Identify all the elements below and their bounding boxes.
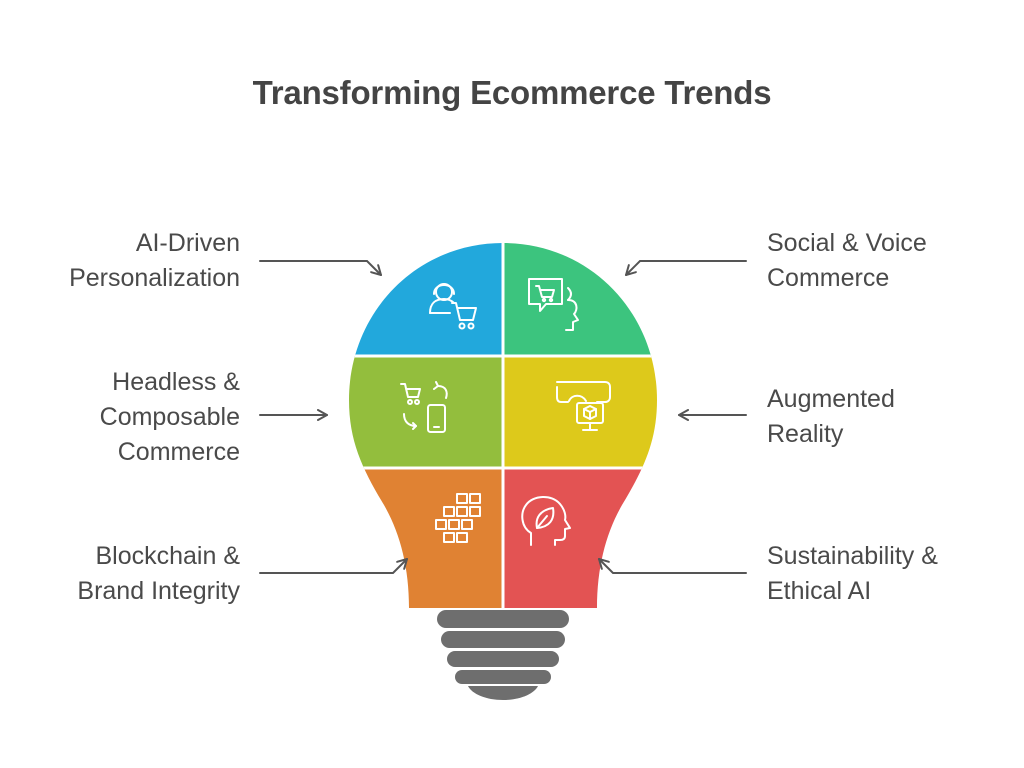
ar-headset-icon (556, 381, 611, 431)
segment-headless-composable-commerce (349, 356, 503, 468)
label-social-voice-commerce: Social & Voice Commerce (767, 229, 927, 292)
segment-blockchain-brand-integrity (349, 468, 503, 608)
leaf-head-icon (521, 496, 571, 546)
customer-cart-icon (429, 283, 477, 330)
label-augmented-reality: Augmented Reality (767, 385, 895, 448)
arrow-sustainability-ethical-ai (598, 558, 747, 574)
arrow-ai-driven-personalization (259, 260, 382, 276)
arrow-social-voice-commerce (625, 260, 747, 276)
label-sustainability-ethical-ai: Sustainability & Ethical AI (767, 542, 938, 605)
blockchain-blocks-icon (435, 493, 481, 543)
cart-phone-sync-icon (400, 381, 448, 433)
segment-sustainability-ethical-ai (503, 468, 657, 608)
label-ai-driven-personalization: AI-Driven Personalization (69, 229, 240, 292)
bulb-base (437, 610, 569, 700)
diagram-title: Transforming Ecommerce Trends (252, 74, 772, 111)
segment-augmented-reality (503, 356, 657, 468)
label-headless-composable-commerce: Headless & Composable Commerce (99, 368, 240, 466)
label-blockchain-brand-integrity: Blockchain & Brand Integrity (77, 542, 240, 605)
segment-ai-driven-personalization (349, 243, 503, 356)
segment-social-voice-commerce (503, 243, 657, 356)
arrow-blockchain-brand-integrity (259, 558, 408, 574)
connector-arrows (259, 260, 747, 574)
bulb-segments (349, 243, 657, 608)
chat-cart-voice-icon (528, 278, 579, 331)
